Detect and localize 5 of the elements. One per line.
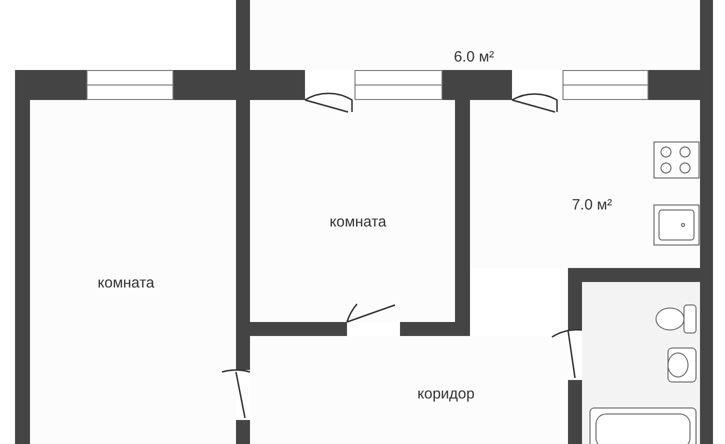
room-label: комната [98,274,154,292]
room-label: коридор [417,386,475,402]
room-label: 6.0 м² [454,48,494,66]
room-label: 7.0 м² [572,196,612,214]
room-label: комната [330,214,386,230]
